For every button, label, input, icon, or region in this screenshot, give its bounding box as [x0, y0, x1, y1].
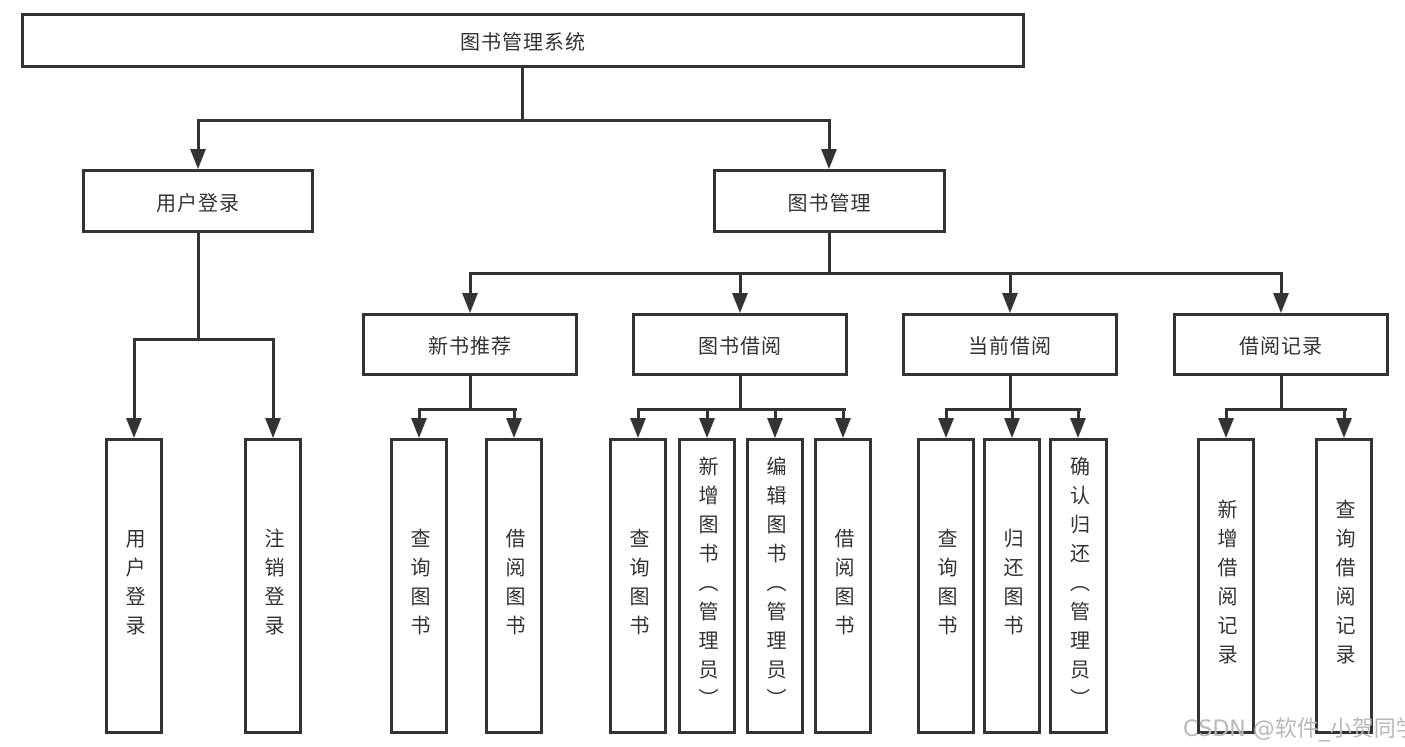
connector-arrow-down: [1218, 418, 1234, 438]
node-label: 用户登录: [122, 528, 146, 644]
connector-line: [739, 376, 742, 411]
connector-line: [739, 272, 742, 293]
node-label: 归还图书: [1000, 528, 1024, 644]
connector-arrow-down: [1004, 418, 1020, 438]
connector-arrow-down: [732, 293, 748, 313]
connector-line: [272, 338, 275, 418]
node-label: 用户登录: [156, 190, 240, 215]
connector-line: [1009, 376, 1012, 411]
connector-line: [469, 376, 472, 411]
node-label: 查询图书: [934, 528, 958, 644]
connector-arrow-down: [767, 418, 783, 438]
node-leaf-add-books-admin: 新增图书（管理员）: [678, 438, 736, 734]
node-label: 编辑图书（管理员）: [763, 455, 787, 717]
node-label: 查询借阅记录: [1332, 499, 1356, 673]
connector-arrow-down: [1336, 418, 1352, 438]
connector-arrow-down: [938, 418, 954, 438]
connector-line: [1280, 272, 1283, 293]
node-borrowing-records: 借阅记录: [1173, 313, 1389, 376]
connector-arrow-down: [506, 418, 522, 438]
node-leaf-query-borrow-record: 查询借阅记录: [1315, 438, 1373, 734]
connector-line: [828, 119, 831, 149]
node-leaf-edit-books-admin: 编辑图书（管理员）: [746, 438, 804, 734]
node-label: 新增图书（管理员）: [695, 455, 719, 717]
node-book-borrowing: 图书借阅: [632, 313, 848, 376]
connector-line: [133, 338, 275, 341]
connector-arrow-down: [265, 418, 281, 438]
connector-arrow-down: [411, 418, 427, 438]
node-label: 图书借阅: [698, 334, 782, 358]
connector-line: [774, 408, 777, 418]
node-leaf-query-books-current: 查询图书: [917, 438, 975, 734]
connector-line: [637, 408, 846, 411]
node-leaf-borrow-books-borrowing: 借阅图书: [814, 438, 872, 734]
connector-arrow-down: [821, 149, 837, 169]
node-new-book-recommend: 新书推荐: [362, 313, 578, 376]
connector-line: [1225, 408, 1228, 418]
node-label: 借阅图书: [502, 528, 526, 644]
connector-line: [469, 272, 1283, 275]
node-label: 新增借阅记录: [1214, 499, 1238, 673]
connector-line: [828, 233, 831, 275]
node-user-login: 用户登录: [82, 169, 314, 233]
connector-line: [418, 408, 517, 411]
connector-line: [469, 272, 472, 293]
node-label: 当前借阅: [968, 334, 1052, 358]
connector-line: [1009, 272, 1012, 293]
node-book-management: 图书管理: [713, 169, 946, 233]
connector-line: [842, 408, 845, 418]
node-label: 图书管理系统: [460, 30, 586, 54]
connector-line: [197, 119, 831, 122]
connector-line: [1280, 376, 1283, 411]
connector-arrow-down: [630, 418, 646, 438]
connector-line: [133, 338, 136, 418]
connector-line: [197, 233, 200, 341]
node-label: 查询图书: [626, 528, 650, 644]
connector-arrow-down: [1070, 418, 1086, 438]
node-leaf-logout-login: 注销登录: [244, 438, 302, 734]
connector-line: [418, 408, 421, 418]
node-leaf-borrow-books-recommend: 借阅图书: [485, 438, 543, 734]
connector-arrow-down: [462, 293, 478, 313]
node-leaf-query-books-recommend: 查询图书: [390, 438, 448, 734]
node-leaf-return-books: 归还图书: [983, 438, 1041, 734]
connector-line: [945, 408, 948, 418]
connector-line: [513, 408, 516, 418]
node-label: 借阅图书: [831, 528, 855, 644]
connector-line: [521, 68, 524, 122]
connector-arrow-down: [699, 418, 715, 438]
node-label: 借阅记录: [1239, 334, 1323, 358]
node-leaf-query-books-borrowing: 查询图书: [609, 438, 667, 734]
connector-line: [1343, 408, 1346, 418]
node-label: 确认归还（管理员）: [1066, 455, 1091, 717]
connector-arrow-down: [190, 149, 206, 169]
node-label: 新书推荐: [428, 334, 512, 358]
connector-line: [197, 119, 200, 149]
node-leaf-confirm-return-admin: 确认归还（管理员）: [1049, 438, 1108, 734]
node-label: 注销登录: [261, 528, 285, 644]
node-leaf-user-login: 用户登录: [105, 438, 163, 734]
node-current-borrowing: 当前借阅: [902, 313, 1118, 376]
node-label: 图书管理: [787, 190, 872, 215]
connector-line: [1011, 408, 1014, 418]
connector-line: [706, 408, 709, 418]
connector-line: [637, 408, 640, 418]
connector-arrow-down: [126, 418, 142, 438]
connector-arrow-down: [835, 418, 851, 438]
connector-arrow-down: [1002, 293, 1018, 313]
node-library-management-system: 图书管理系统: [21, 13, 1025, 68]
connector-line: [1225, 408, 1347, 411]
node-label: 查询图书: [407, 528, 431, 644]
node-leaf-add-borrow-record: 新增借阅记录: [1197, 438, 1255, 734]
connector-line: [1077, 408, 1080, 418]
csdn-watermark: CSDN @软件_小贺同学: [1183, 717, 1405, 742]
connector-arrow-down: [1273, 293, 1289, 313]
